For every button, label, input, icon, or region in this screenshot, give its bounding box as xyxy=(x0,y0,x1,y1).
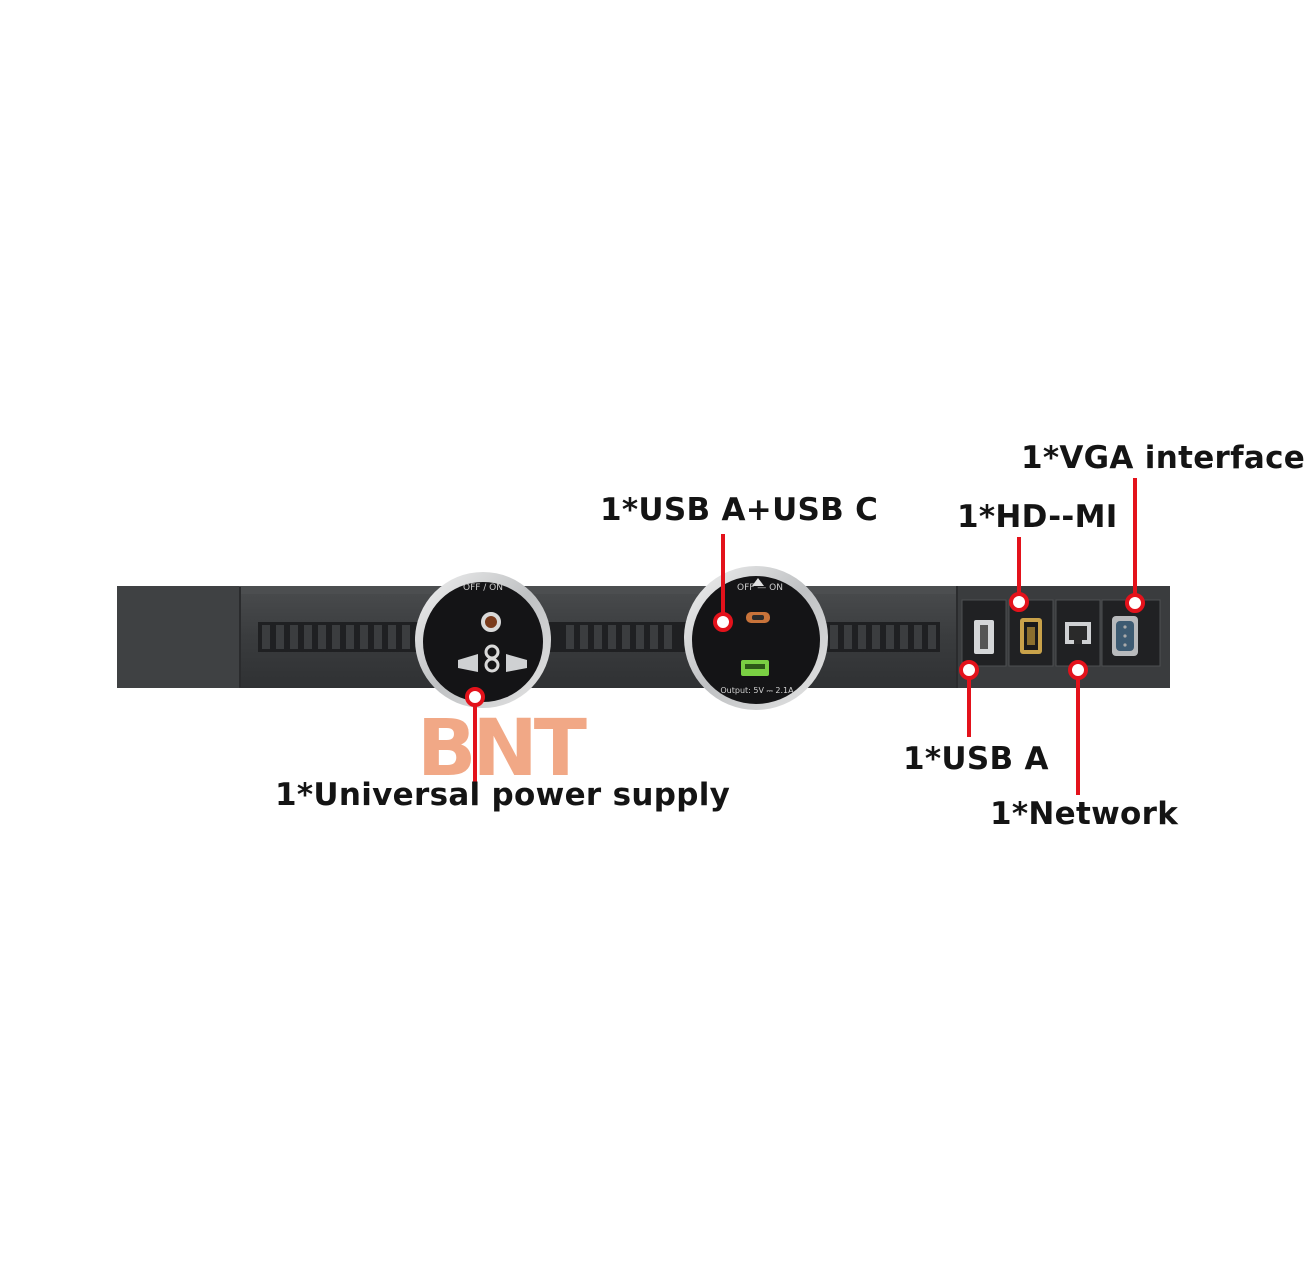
callout-label-hdmi: 1*HD--MI xyxy=(957,499,1118,535)
callout-label-usb-a: 1*USB A xyxy=(903,741,1049,777)
usb-a-port-icon xyxy=(974,620,994,654)
callout-marker-usb-a xyxy=(959,660,979,680)
callout-label-usb-ac: 1*USB A+USB C xyxy=(600,492,879,528)
socket-left-pin-icon xyxy=(458,654,478,672)
usb-charger-module: OFF — ON Output: 5V ⎓ 2.1A xyxy=(684,566,828,710)
port-panel xyxy=(961,599,1161,667)
socket-earth-pin-icon xyxy=(481,612,501,632)
rj45-port-icon xyxy=(1065,622,1091,644)
universal-socket-module: OFF / ON xyxy=(415,572,551,708)
callout-marker-universal-power xyxy=(465,687,485,707)
brand-logo: BNT xyxy=(417,704,587,794)
callout-markers xyxy=(465,592,1145,707)
usb-module-status-text: OFF — ON xyxy=(737,583,783,593)
callout-marker-hdmi xyxy=(1009,592,1029,612)
socket-right-pin-icon xyxy=(506,654,527,672)
callout-marker-vga xyxy=(1125,593,1145,613)
callout-marker-network xyxy=(1068,660,1088,680)
usb-output-rating-text: Output: 5V ⎓ 2.1A xyxy=(720,686,794,695)
socket-status-text: OFF / ON xyxy=(463,583,503,593)
callout-lines xyxy=(473,478,1137,795)
callout-marker-usb-ac xyxy=(713,612,733,632)
vga-port-icon xyxy=(1112,616,1138,656)
callout-label-universal-power: 1*Universal power supply xyxy=(275,777,731,813)
up-arrow-icon xyxy=(752,578,764,586)
callout-label-vga: 1*VGA interface xyxy=(1021,440,1305,476)
hdmi-port-icon xyxy=(1020,618,1042,654)
callout-label-network: 1*Network xyxy=(990,796,1179,832)
